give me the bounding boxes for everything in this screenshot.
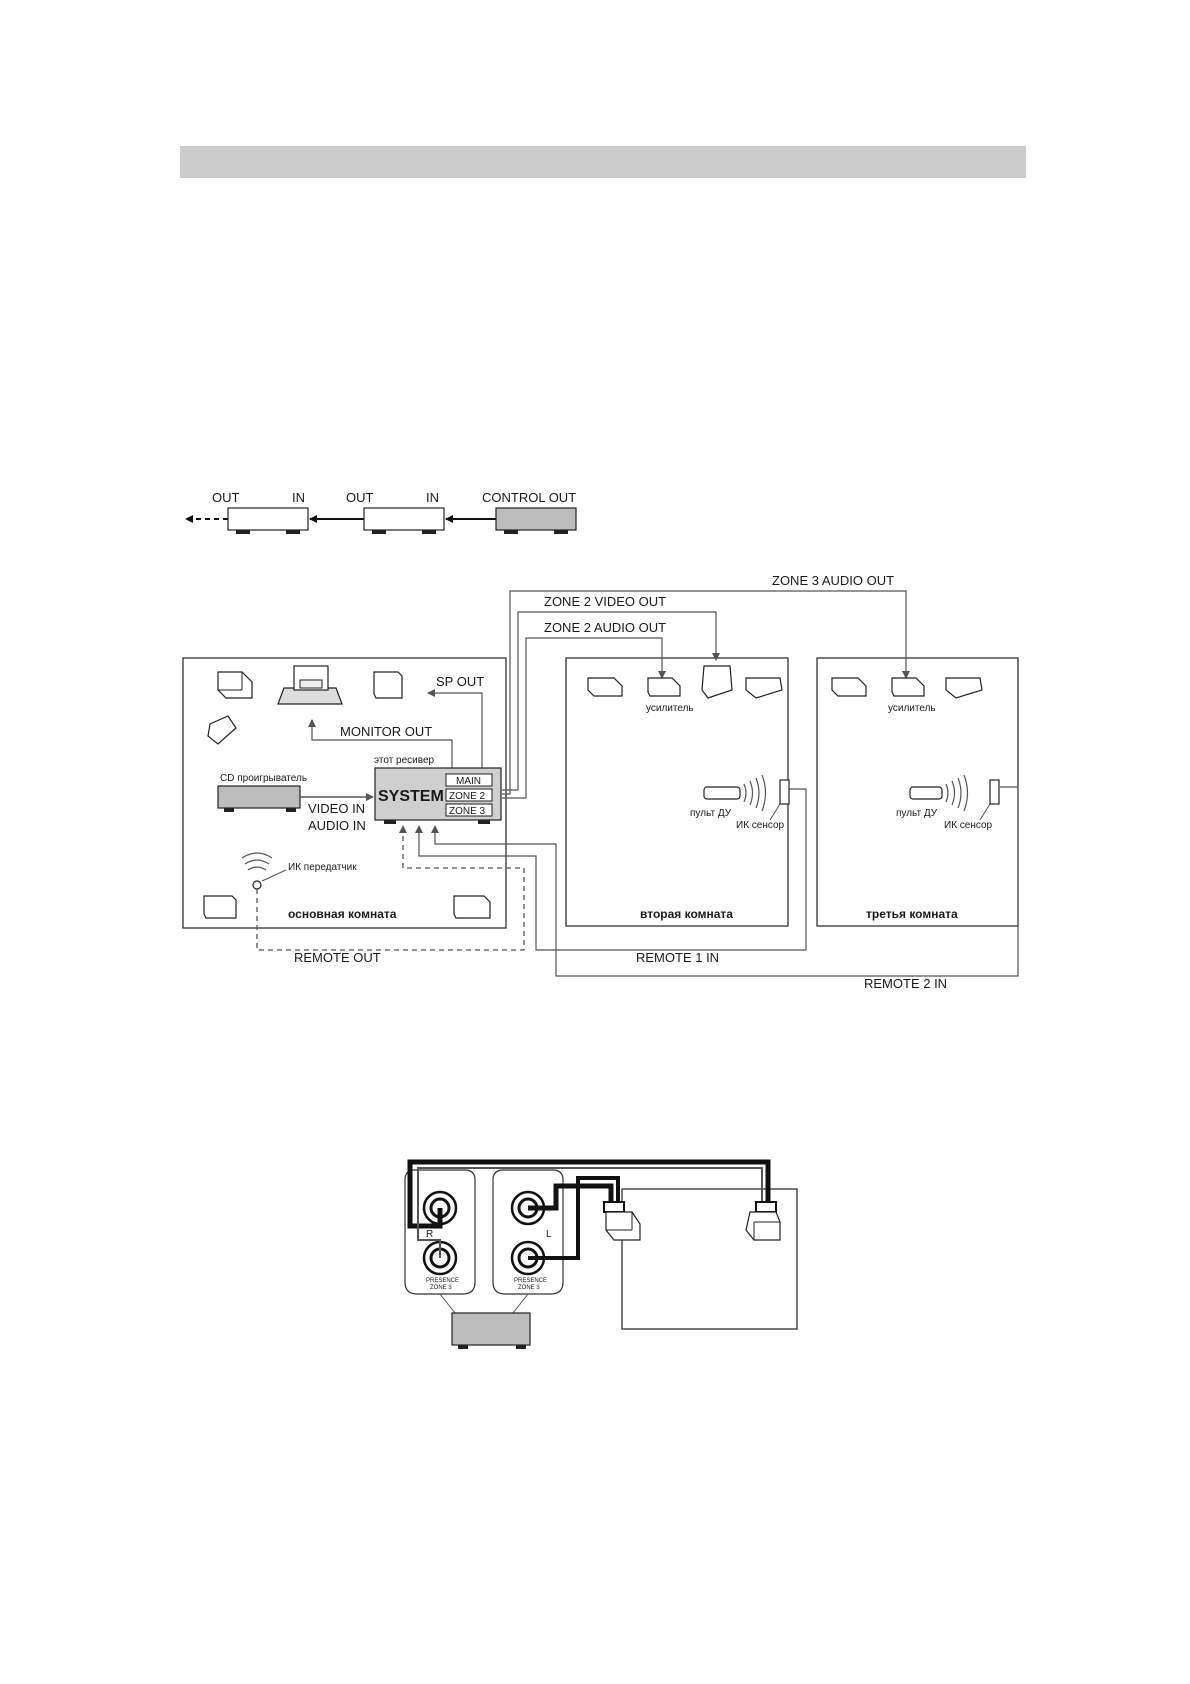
zone3-audio-out-label: ZONE 3 AUDIO OUT <box>772 573 894 588</box>
remote1-in-label: REMOTE 1 IN <box>636 950 719 965</box>
speaker-cable-r-minus <box>417 1167 763 1258</box>
audio-in-label: AUDIO IN <box>308 818 366 833</box>
terminal-plus-r: + <box>422 1208 426 1214</box>
section-header-bar <box>180 146 1026 178</box>
main-room-speakers <box>203 671 491 919</box>
ir-transmitter <box>241 852 287 890</box>
cd-player-label: CD проигрыватель <box>220 773 307 784</box>
third-room-label: третья комната <box>866 907 958 921</box>
remote-out-label: REMOTE OUT <box>294 950 381 965</box>
terminal-l-mark: L <box>546 1229 552 1240</box>
control-chain-diagram: OUT IN OUT IN CONTROL OUT <box>185 490 577 534</box>
zone3-port <box>445 803 493 817</box>
second-room-label: вторая комната <box>640 907 733 921</box>
ir-sensor-2 <box>779 779 790 805</box>
chain-out-label-2: OUT <box>346 490 374 505</box>
speaker-cable-l-minus <box>528 1176 620 1260</box>
zone3-port-label: ZONE 3 <box>449 806 486 817</box>
multizone-diagram: ZONE 3 AUDIO OUT ZONE 2 VIDEO OUT ZONE 2… <box>182 573 1019 991</box>
main-room-tv <box>277 665 343 705</box>
ir-sensor-3 <box>989 779 1000 805</box>
zone2-audio-out-label: ZONE 2 AUDIO OUT <box>544 620 666 635</box>
chain-unit-1 <box>227 507 309 531</box>
second-room <box>565 657 789 927</box>
sp-out-line <box>427 689 483 768</box>
zone-label-r: ZONE 3 <box>430 1285 452 1291</box>
system-label: SYSTEM <box>378 788 444 805</box>
chain-in-label-2: IN <box>426 490 439 505</box>
zone3-speaker-right <box>745 1201 781 1241</box>
receiver-caption: этот ресивер <box>374 755 435 766</box>
main-room <box>182 657 507 929</box>
presence-label-r: PRESENCE <box>426 1278 459 1284</box>
zone3-speaker-left <box>603 1201 641 1241</box>
second-room-amp-label: усилитель <box>646 703 694 714</box>
terminal-panel-right <box>404 1169 476 1295</box>
chain-out-label-1: OUT <box>212 490 240 505</box>
main-room-label: основная комната <box>288 907 397 921</box>
presence-label-l: PRESENCE <box>514 1278 547 1284</box>
zone2-port <box>445 788 493 802</box>
terminal-r-mark: R <box>426 1229 433 1240</box>
third-room-remote-label: пульт ДУ <box>896 808 938 819</box>
second-room-devices <box>587 665 790 821</box>
zone2-port-label: ZONE 2 <box>449 791 486 802</box>
zone2-audio-line <box>502 637 666 799</box>
zone2-video-out-label: ZONE 2 VIDEO OUT <box>544 594 666 609</box>
terminal-minus-r: − <box>422 1257 426 1263</box>
terminal-receiver-unit <box>451 1312 531 1346</box>
remote2-in-line <box>431 786 1019 977</box>
speaker-cable-l-plus <box>528 1183 614 1211</box>
second-room-remote-label: пульт ДУ <box>690 808 732 819</box>
sp-out-label: SP OUT <box>436 674 484 689</box>
monitor-out-line <box>308 719 453 768</box>
main-port-label: MAIN <box>456 776 481 787</box>
speaker-terminal-diagram: + − R + − L PRESENCE ZONE 3 PRESENCE ZON… <box>404 1159 798 1349</box>
terminal-plus-l: + <box>548 1208 552 1214</box>
third-room-amp-label: усилитель <box>888 703 936 714</box>
terminal-panel-left <box>492 1169 564 1295</box>
remote2-in-label: REMOTE 2 IN <box>864 976 947 991</box>
zone-label-l: ZONE 3 <box>518 1285 540 1291</box>
second-room-ir-sensor-label: ИК сенсор <box>736 820 785 831</box>
main-port <box>445 773 493 787</box>
monitor-out-label: MONITOR OUT <box>340 724 432 739</box>
chain-control-out-label: CONTROL OUT <box>482 490 576 505</box>
third-room-devices <box>831 677 1000 821</box>
chain-unit-2 <box>363 507 445 531</box>
chain-in-label-1: IN <box>292 490 305 505</box>
video-in-label: VIDEO IN <box>308 801 365 816</box>
remote1-in-line <box>415 788 807 951</box>
remote-out-line <box>256 825 525 951</box>
chain-control-unit <box>495 507 577 531</box>
speaker-cable-r-plus <box>407 1159 771 1229</box>
third-room-ir-sensor-label: ИК сенсор <box>944 820 993 831</box>
remote-control-2 <box>703 786 741 800</box>
cd-player-unit <box>217 785 301 809</box>
ir-transmitter-label: ИК передатчик <box>288 862 357 873</box>
zone2-video-line <box>502 611 720 791</box>
zone3-audio-line <box>502 590 910 795</box>
remote-control-3 <box>909 786 943 800</box>
